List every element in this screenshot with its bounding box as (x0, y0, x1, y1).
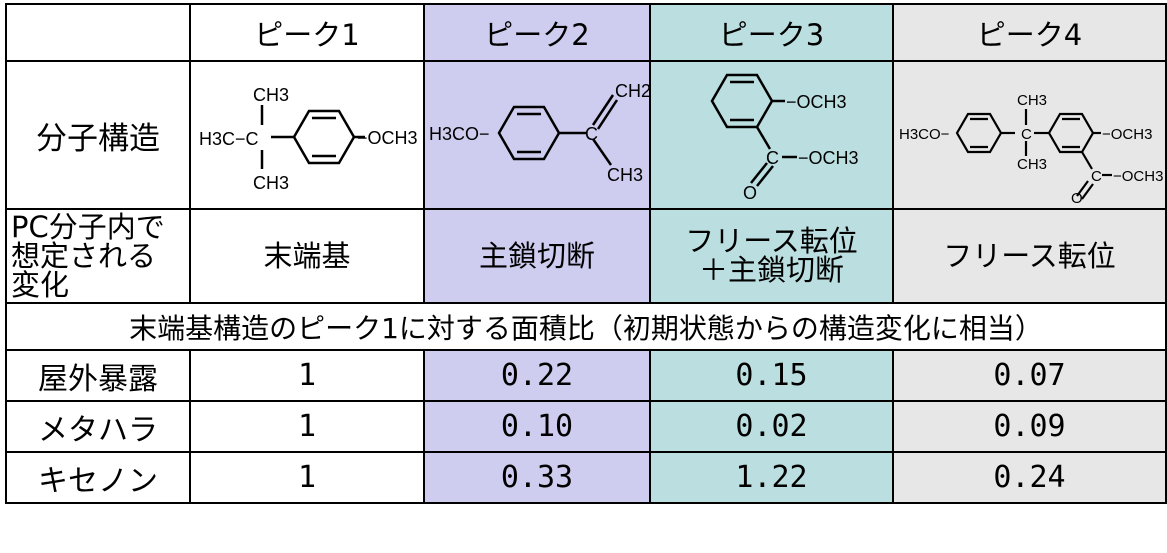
peak1-structure-diagram: CH3 H3C−C CH3 −OCH3 (199, 85, 418, 193)
peak3-structure-diagram: −OCH3 C −OCH3 O (710, 73, 859, 203)
header-peak3: ピーク3 (649, 3, 894, 62)
peak2-structure: H3CO− CH2 C CH3 (423, 60, 651, 210)
cell-peak4: 0.24 (892, 451, 1167, 504)
cell-peak3: 0.15 (649, 349, 894, 402)
cell-peak1: 1 (189, 349, 425, 402)
header-peak1: ピーク1 (189, 3, 425, 62)
cell-peak1: 1 (189, 400, 425, 453)
peak4-ch3-bottom: CH3 (1017, 156, 1047, 173)
structure-row-label: 分子構造 (5, 60, 191, 210)
cell-peak1: 1 (189, 451, 425, 504)
peak1-structure: CH3 H3C−C CH3 −OCH3 (189, 60, 425, 210)
row-label: メタハラ (5, 400, 191, 453)
peak2-structure-diagram: H3CO− CH2 C CH3 (429, 81, 651, 185)
cell-peak3: 1.22 (649, 451, 894, 504)
peak4-och3-ester: −OCH3 (1113, 168, 1163, 185)
change-peak4: フリース転位 (892, 208, 1167, 304)
cell-peak3: 0.02 (649, 400, 894, 453)
header-peak2: ピーク2 (423, 3, 651, 62)
peak1-ch3-bottom: CH3 (253, 173, 289, 193)
change-peak2: 主鎖切断 (423, 208, 651, 304)
peak2-ch3: CH3 (607, 165, 643, 185)
peak2-h3co: H3CO− (429, 124, 490, 144)
peak3-o: O (743, 183, 757, 203)
cell-peak2: 0.10 (423, 400, 651, 453)
cell-peak4: 0.07 (892, 349, 1167, 402)
peak-comparison-table: ピーク1 ピーク2 ピーク3 ピーク4 分子構造 CH3 H3C−C CH3 (5, 3, 1167, 504)
header-row: ピーク1 ピーク2 ピーク3 ピーク4 (5, 3, 1167, 62)
peak2-c: C (585, 124, 598, 144)
peak3-structure: −OCH3 C −OCH3 O (649, 60, 894, 210)
row-label: キセノン (5, 451, 191, 504)
peak3-c: C (766, 148, 779, 168)
cell-peak2: 0.22 (423, 349, 651, 402)
change-peak3-line1: フリース転位 (685, 224, 858, 258)
peak4-o: O (1071, 190, 1083, 207)
change-label-line3: 変化 (11, 267, 70, 302)
change-label-line2: 想定される (11, 238, 157, 273)
table-row: キセノン 1 0.33 1.22 0.24 (5, 451, 1167, 504)
cell-peak2: 0.33 (423, 451, 651, 504)
peak4-och3-top: −OCH3 (1102, 126, 1152, 143)
peak1-h3c-c: H3C−C (199, 129, 259, 149)
peak4-h3co: H3CO− (899, 126, 950, 143)
peak4-c-center: C (1021, 126, 1032, 143)
header-peak4: ピーク4 (892, 3, 1167, 62)
change-label-line1: PC分子内で (11, 209, 165, 244)
change-row: PC分子内で 想定される 変化 末端基 主鎖切断 フリース転位 ＋主鎖切断 フリ… (5, 208, 1167, 304)
peak3-och3-ester: −OCH3 (798, 148, 859, 168)
header-blank-cell (5, 3, 191, 62)
row-label: 屋外暴露 (5, 349, 191, 402)
change-peak1: 末端基 (189, 208, 425, 304)
peak4-c-ester: C (1091, 168, 1102, 185)
peak1-ch3-top: CH3 (253, 85, 289, 105)
change-row-label: PC分子内で 想定される 変化 (5, 208, 191, 304)
peak1-och3: −OCH3 (357, 128, 418, 148)
peak4-structure-diagram: H3CO− CH3 C CH3 −OCH3 C −OCH3 O (899, 92, 1163, 207)
peak3-och3-top: −OCH3 (786, 92, 847, 112)
cell-peak4: 0.09 (892, 400, 1167, 453)
peak4-ch3-top: CH3 (1017, 92, 1047, 109)
section-title: 末端基構造のピーク1に対する面積比（初期状態からの構造変化に相当） (5, 302, 1167, 351)
peak4-structure: H3CO− CH3 C CH3 −OCH3 C −OCH3 O (892, 60, 1167, 210)
change-peak3: フリース転位 ＋主鎖切断 (649, 208, 894, 304)
structure-row: 分子構造 CH3 H3C−C CH3 −OCH3 (5, 60, 1167, 210)
table-row: メタハラ 1 0.10 0.02 0.09 (5, 400, 1167, 453)
peak2-ch2: CH2 (615, 81, 651, 101)
change-peak3-line2: ＋主鎖切断 (698, 253, 844, 287)
section-row: 末端基構造のピーク1に対する面積比（初期状態からの構造変化に相当） (5, 302, 1167, 351)
table-row: 屋外暴露 1 0.22 0.15 0.07 (5, 349, 1167, 402)
